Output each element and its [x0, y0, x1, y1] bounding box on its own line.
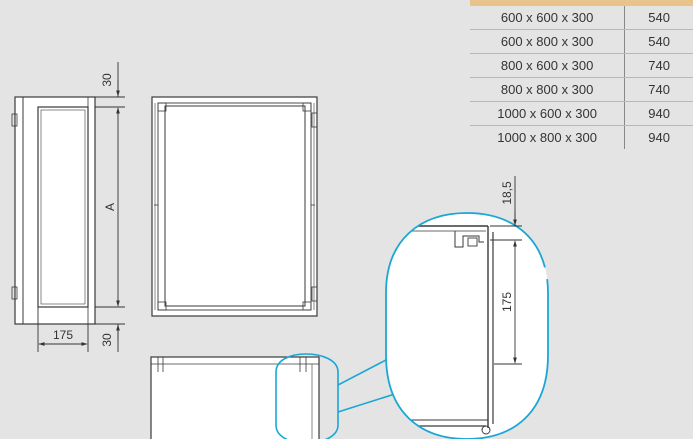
detail-connector-line	[337, 359, 387, 386]
hinge-bracket-icon	[467, 237, 478, 247]
value-cell: 540	[624, 6, 693, 30]
side-view	[11, 96, 96, 325]
dim-height-label: A	[103, 203, 117, 211]
value-cell: 940	[624, 101, 693, 126]
size-cell: 1000 x 600 x 300	[470, 101, 625, 126]
value-cell: 740	[624, 77, 693, 102]
dim-bottom-offset-label: 30	[100, 333, 114, 347]
value-cell: 940	[624, 125, 693, 149]
corner-fixing-icon	[302, 301, 312, 311]
detail-connector-line	[337, 392, 399, 413]
size-cell: 600 x 600 x 300	[470, 6, 625, 30]
side-view-door	[37, 106, 89, 308]
detail-marker-outline	[275, 353, 339, 439]
table-header-row	[470, 0, 693, 6]
dim-depth-label: 175	[53, 328, 73, 342]
top-view	[150, 356, 320, 439]
detail-callout	[275, 353, 399, 439]
dimension-lines-detail	[490, 176, 522, 365]
corner-fixing-icon	[302, 102, 312, 112]
detail-outline	[385, 212, 549, 439]
front-view	[151, 96, 318, 317]
value-cell: 740	[624, 53, 693, 78]
size-cell: 800 x 800 x 300	[470, 77, 625, 102]
top-view-body	[150, 356, 320, 439]
dim-detail-depth-label: 175	[500, 292, 514, 312]
hinge-icon	[311, 112, 318, 128]
dim-detail-top-label: 18,5	[500, 181, 514, 205]
size-cell: 1000 x 800 x 300	[497, 130, 597, 145]
corner-fixing-icon	[157, 301, 167, 311]
front-view-panel	[164, 105, 306, 307]
corner-fixing-icon	[157, 102, 167, 112]
front-view-body	[151, 96, 318, 317]
table-row: 1000 x 800 x 300 940	[470, 125, 693, 149]
hinge-icon	[11, 113, 18, 127]
hinge-icon	[311, 286, 318, 302]
detail-view	[385, 212, 549, 439]
dim-top-offset-label: 30	[100, 73, 114, 87]
value-cell: 540	[624, 29, 693, 54]
side-view-body	[14, 96, 96, 325]
size-cell: 800 x 600 x 300	[470, 53, 625, 78]
size-cell: 600 x 800 x 300	[470, 29, 625, 54]
dimension-lines-side	[37, 62, 125, 352]
hinge-icon	[11, 286, 18, 300]
